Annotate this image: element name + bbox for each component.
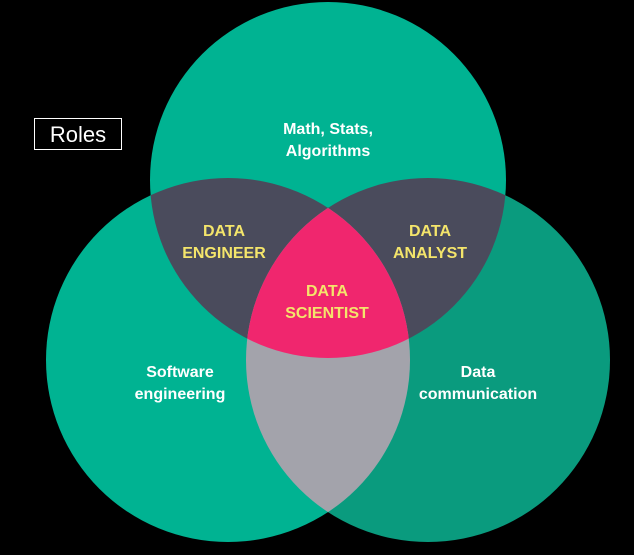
data-scientist-label-line-1: DATA [306, 283, 349, 300]
data-communication-label-line-1: Data [461, 364, 496, 381]
software-engineering-label-line-2: engineering [135, 386, 226, 403]
data-scientist-label-line-2: SCIENTIST [285, 305, 369, 322]
data-engineer-label-line-2: ENGINEER [182, 245, 266, 262]
data-scientist-region [246, 178, 410, 358]
data-analyst-label-line-1: DATA [409, 223, 452, 240]
math-stats-label-line-1: Math, Stats, [283, 121, 373, 138]
roles-label-box: Roles [34, 118, 122, 150]
data-analyst-label-line-2: ANALYST [393, 245, 467, 262]
data-communication-label-line-2: communication [419, 386, 537, 403]
software-engineering-label-line-1: Software [146, 364, 214, 381]
data-engineer-label-line-1: DATA [203, 223, 246, 240]
math-stats-label-line-2: Algorithms [286, 143, 371, 160]
